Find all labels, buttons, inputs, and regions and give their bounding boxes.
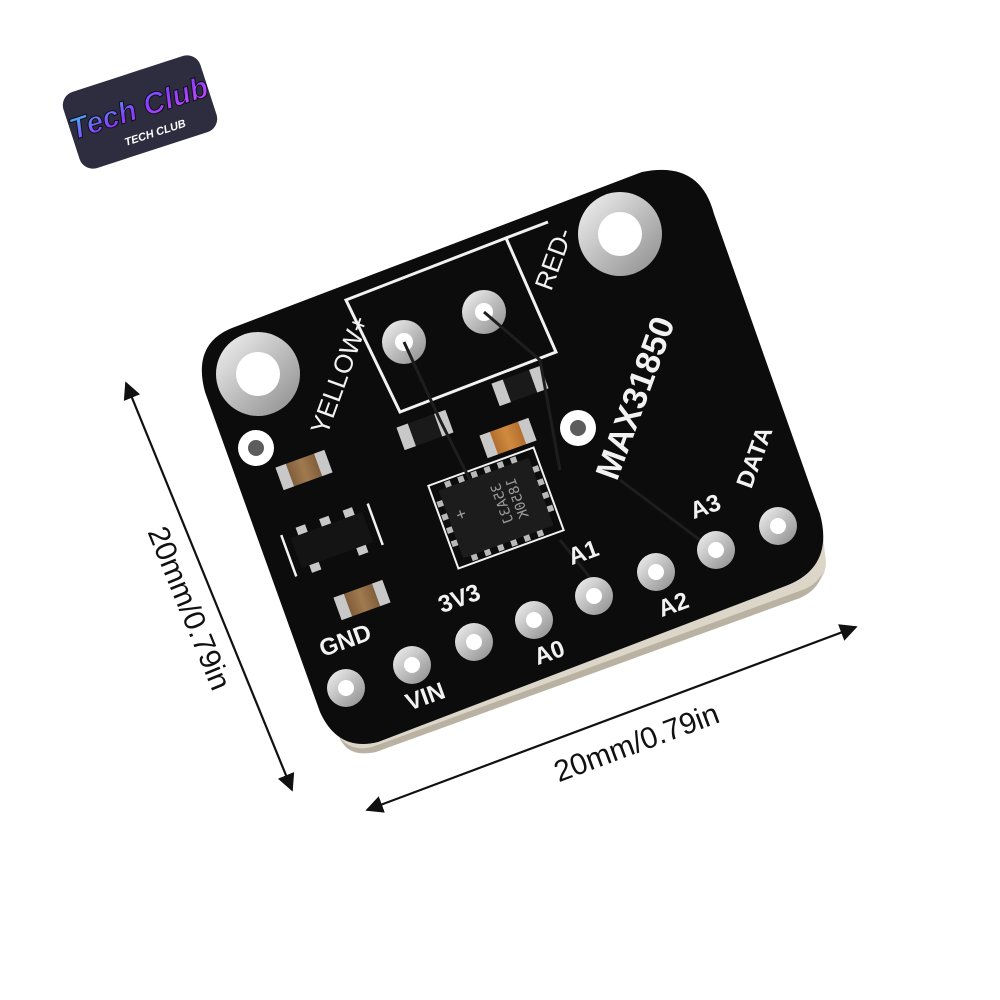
horizontal-dimension-label: 20mm/0.79in (550, 697, 724, 789)
fiducial-right (560, 410, 596, 446)
pin-pad-data (759, 507, 797, 545)
smd-capacitor-bottom-left (333, 579, 391, 621)
mounting-hole-right (578, 192, 662, 276)
header-pins (327, 507, 797, 707)
connector-outline (343, 236, 559, 414)
tech-club-logo: Tech Club TECH CLUB (62, 55, 218, 169)
smd-capacitor-orange (479, 417, 537, 459)
mounting-hole-left (216, 332, 300, 416)
pin-pad-a0 (515, 601, 553, 639)
vertical-dimension-arrow (123, 381, 295, 792)
fiducial-left (238, 430, 274, 466)
voltage-regulator (280, 503, 384, 577)
pcb-board: YELLOW+ RED- MAX31850 (201, 169, 826, 754)
pin-pad-3v3 (455, 623, 493, 661)
vertical-dimension-label: 20mm/0.79in (141, 522, 237, 695)
pin-pad-a2 (637, 553, 675, 591)
max31850-chip: + 1850K 35A3J (427, 446, 565, 570)
pin-pad-a3 (697, 531, 735, 569)
pin-pad-gnd (327, 669, 365, 707)
pin-pad-a1 (575, 577, 613, 615)
smd-capacitor-top-left (275, 449, 333, 491)
horizontal-dimension-arrow (365, 624, 858, 813)
pin-pad-vin (393, 646, 431, 684)
